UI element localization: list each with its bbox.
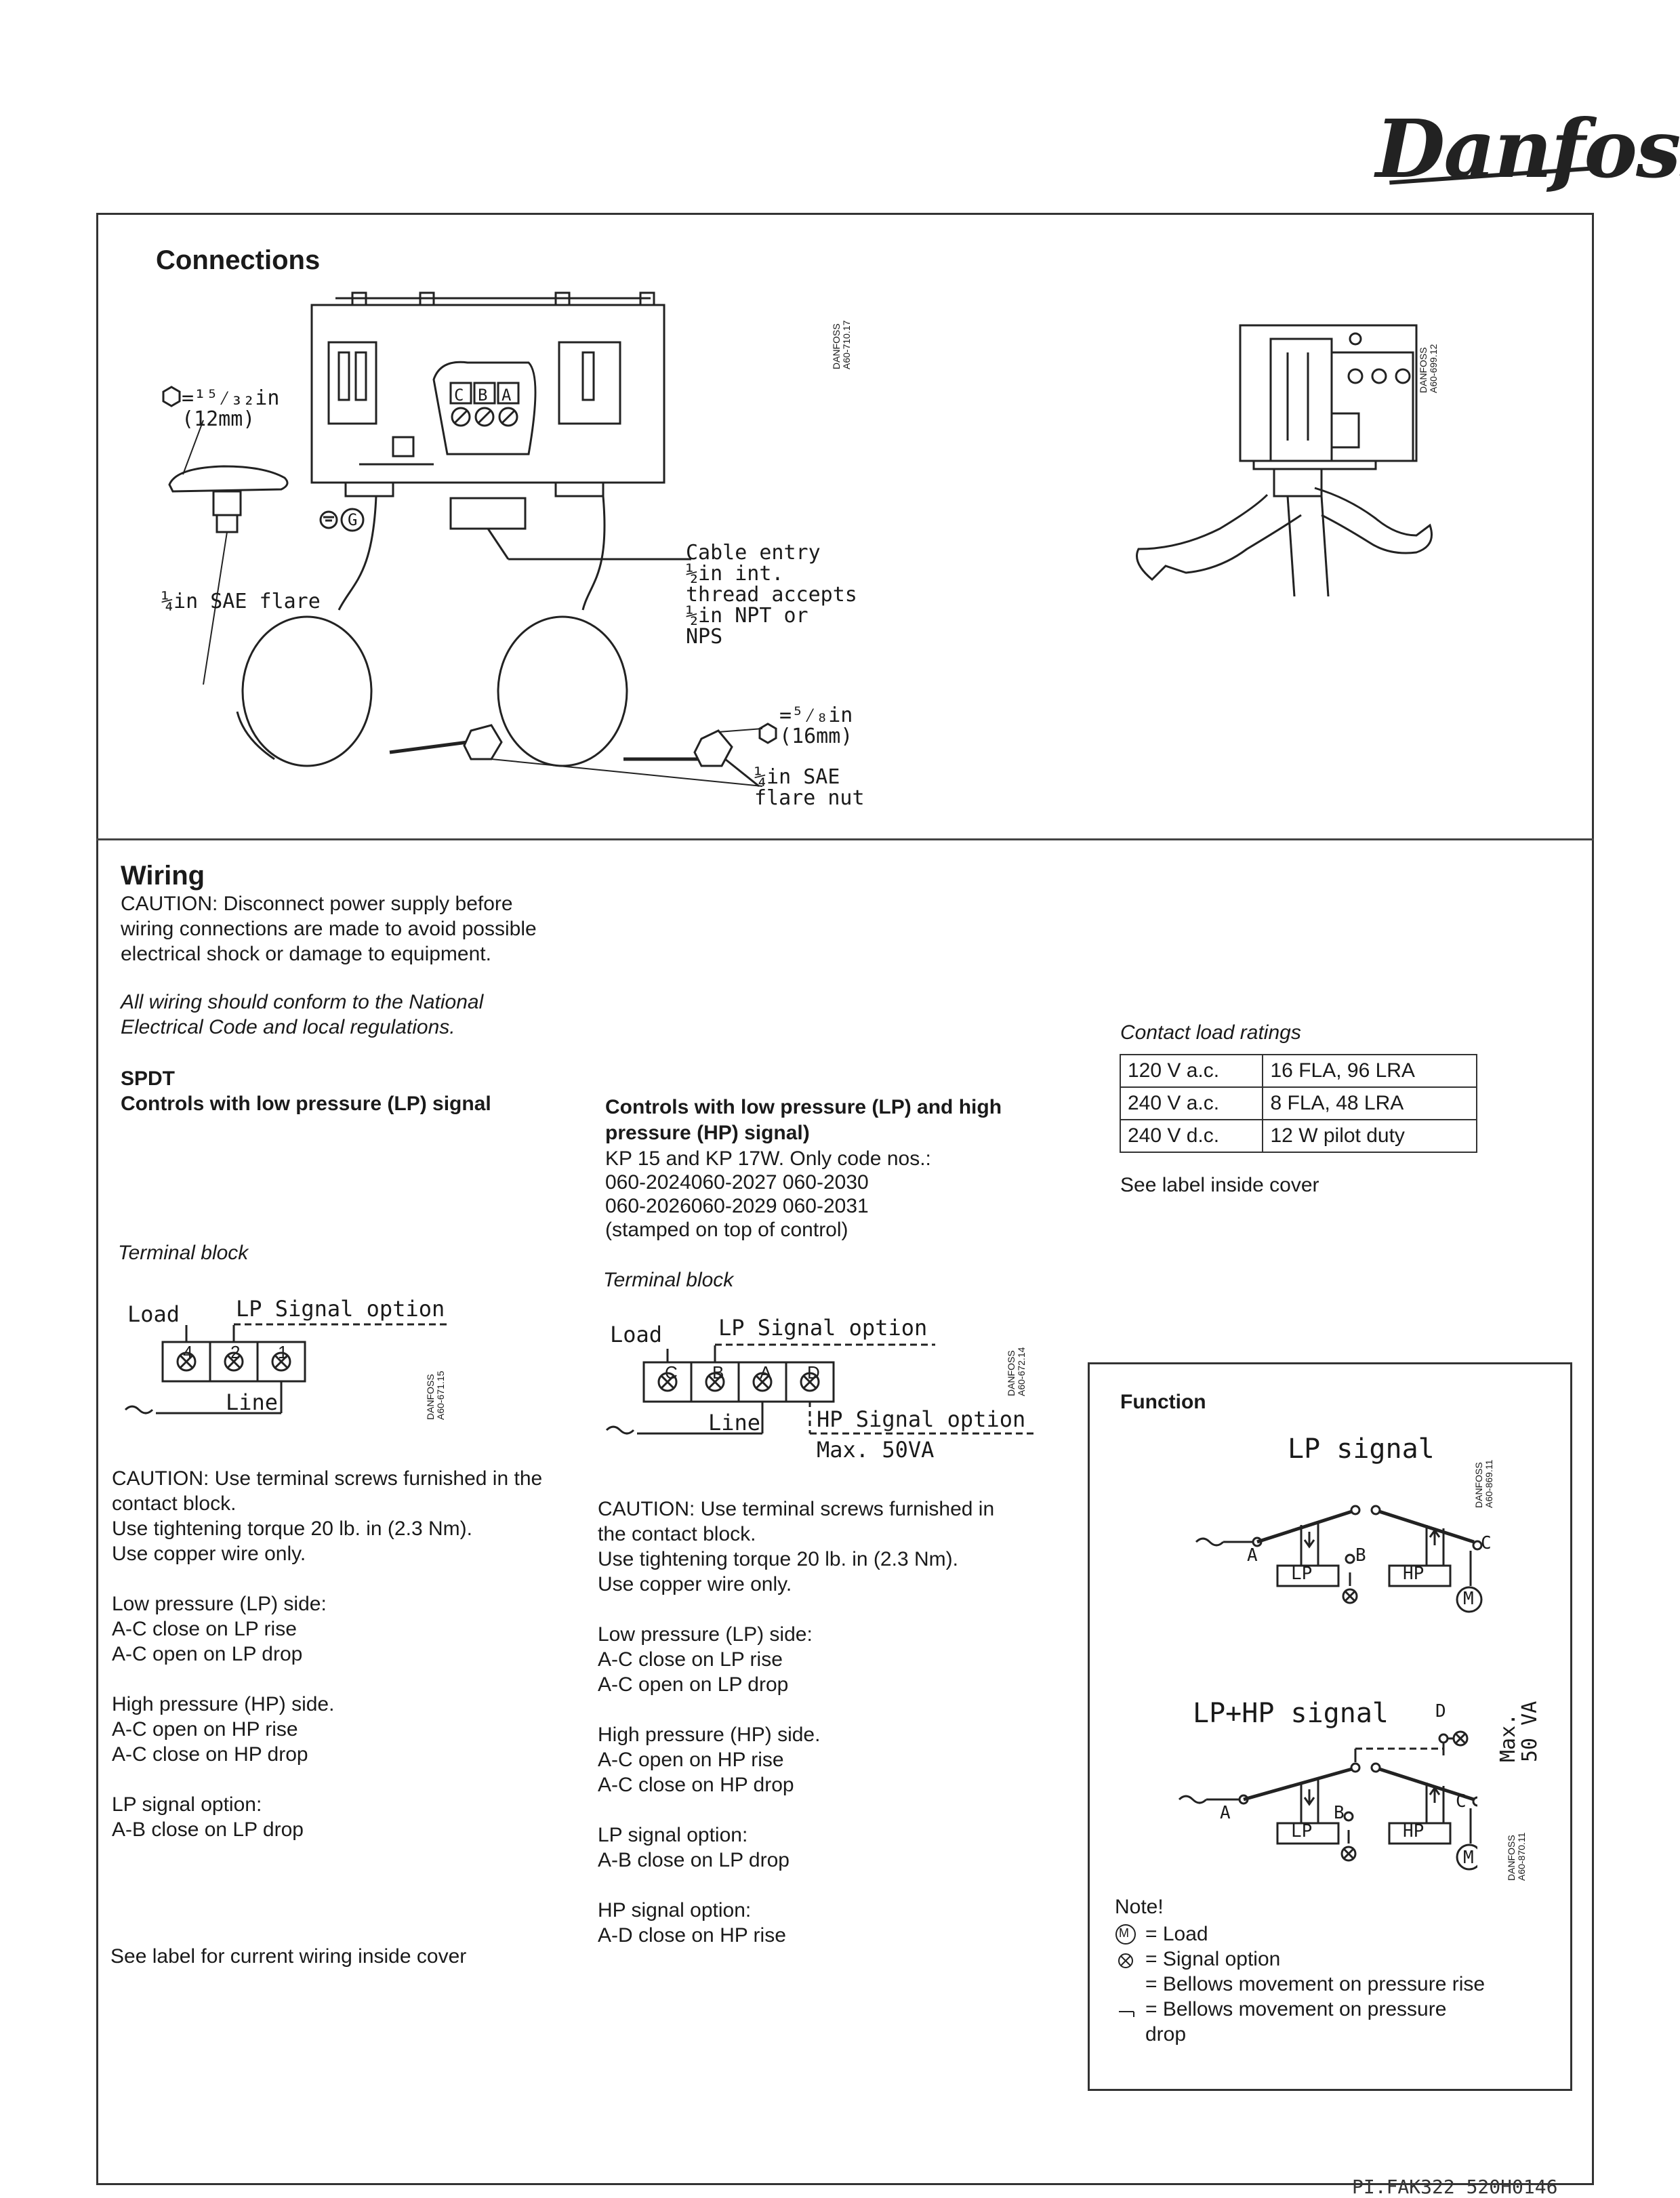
wiring-middle-column: CAUTION: Use terminal screws furnished i…	[598, 1498, 995, 1947]
cable-entry-fitting	[449, 497, 527, 530]
ground-label: G	[348, 510, 358, 529]
terminal-block-label-2: Terminal block	[603, 1269, 734, 1291]
wiring-conform: All wiring should conform to the Nationa…	[121, 991, 484, 1038]
tb1-load-label: Load	[127, 1301, 180, 1327]
rating-voltage: 240 V a.c.	[1119, 1086, 1264, 1120]
rating-value: 12 W pilot duty	[1262, 1119, 1477, 1153]
cable-entry-label: Cable entry ½in int. thread accepts ½in …	[686, 541, 857, 649]
lphp-max-va: Max. 50 VA	[1496, 1701, 1542, 1762]
connections-diagram	[162, 291, 777, 788]
lphp-description: KP 15 and KP 17W. Only code nos.: 060-20…	[605, 1147, 931, 1241]
tb1-line-label: Line	[226, 1389, 279, 1415]
lphp-lp-box: LP	[1291, 1821, 1313, 1841]
lphp-signal-diagram	[1178, 1730, 1477, 1871]
drawing-code-2: DANFOSS A60-699.12	[1418, 344, 1439, 393]
hp-capillary-coil	[497, 615, 628, 767]
hp-bellows-box: HP	[1403, 1564, 1425, 1584]
motor-load-1: M	[1463, 1589, 1474, 1609]
terminal-b: B	[478, 386, 488, 405]
terminal-block-1-diagram	[124, 1323, 447, 1415]
note-motor-letter: M	[1119, 1926, 1129, 1940]
control-side-view	[1239, 324, 1418, 462]
lp-window	[327, 341, 377, 425]
drawing-code-3: DANFOSS A60-671.15	[425, 1370, 446, 1420]
tb2-max-va: Max. 50VA	[817, 1437, 935, 1463]
drawing-code-4: DANFOSS A60-672.14	[1006, 1347, 1027, 1396]
tb2-hp-signal-option: HP Signal option	[817, 1406, 1026, 1432]
lphp-pt-b: B	[1334, 1803, 1345, 1823]
drawing-code-1: DANFOSS A60-710.17	[831, 320, 852, 369]
signal-option-symbol-icon	[1118, 1953, 1133, 1968]
wiring-left-column: CAUTION: Use terminal screws furnished i…	[112, 1467, 543, 1841]
tb2-line-label: Line	[708, 1410, 761, 1436]
lphp-pt-c: C	[1456, 1791, 1467, 1812]
terminal-c: C	[454, 386, 464, 405]
wiring-caution: CAUTION: Disconnect power supply before …	[121, 893, 537, 965]
contact-load-ratings-table: 120 V a.c.16 FLA, 96 LRA 240 V a.c.8 FLA…	[1119, 1054, 1477, 1153]
rating-voltage: 120 V a.c.	[1119, 1054, 1264, 1088]
wrench-left	[1136, 493, 1302, 582]
control-body	[310, 304, 665, 484]
lphp-pt-d: D	[1435, 1701, 1446, 1722]
wrench-right	[1314, 487, 1433, 554]
tb1-lp-signal-option: LP Signal option	[236, 1296, 445, 1322]
ratings-note: See label inside cover	[1120, 1174, 1319, 1196]
lp-signal-title: LP signal	[1288, 1433, 1435, 1465]
table-row: 120 V a.c.16 FLA, 96 LRA	[1119, 1054, 1477, 1088]
lp-pt-a: A	[1247, 1545, 1258, 1566]
tb2-lp-signal-option: LP Signal option	[718, 1315, 928, 1341]
lphp-hp-box: HP	[1403, 1821, 1425, 1841]
rating-value: 16 FLA, 96 LRA	[1262, 1054, 1477, 1088]
ratings-title: Contact load ratings	[1120, 1021, 1301, 1044]
flare-left-label: ¼in SAE flare	[161, 590, 321, 613]
page-frame	[96, 213, 1594, 2185]
lphp-pt-a: A	[1220, 1803, 1231, 1823]
hp-window	[558, 341, 621, 425]
section-divider	[96, 838, 1594, 840]
hex-left-label: =¹⁵⁄₃₂in (12mm)	[182, 386, 280, 431]
lphp-title: Controls with low pressure (LP) and high…	[605, 1096, 1002, 1144]
lp-flare-nut	[463, 724, 503, 760]
note-title: Note!	[1115, 1896, 1164, 1918]
note-rise: = Bellows movement on pressure rise	[1145, 1973, 1486, 1995]
wiring-title: Wiring	[121, 861, 205, 891]
lp-capillary-coil	[241, 615, 373, 767]
connections-title: Connections	[156, 245, 321, 275]
rating-voltage: 240 V d.c.	[1119, 1119, 1264, 1153]
note-load: = Load	[1145, 1923, 1208, 1945]
wrench-diagram	[1136, 324, 1433, 596]
lp-signal-diagram	[1195, 1505, 1483, 1613]
tb2-load-label: Load	[610, 1322, 663, 1347]
function-title: Function	[1120, 1391, 1206, 1413]
hp-flare-nut	[693, 729, 733, 767]
flare-nut-label: ¼in SAE flare nut	[754, 765, 865, 810]
function-box	[1088, 1362, 1572, 2091]
motor-symbol-icon	[1115, 1924, 1136, 1945]
table-row: 240 V a.c.8 FLA, 48 LRA	[1119, 1086, 1477, 1120]
spdt-title: SPDT	[121, 1067, 176, 1090]
note-signal: = Signal option	[1145, 1948, 1281, 1970]
note-symbols	[1115, 1924, 1136, 2017]
terminal-a: A	[501, 386, 512, 405]
tb2-letter-a: A	[760, 1362, 772, 1383]
lphp-signal-title: LP+HP signal	[1193, 1698, 1389, 1729]
see-label-left: See label for current wiring inside cove…	[110, 1945, 467, 1968]
spdt-subtitle: Controls with low pressure (LP) signal	[121, 1093, 491, 1115]
table-row: 240 V d.c.12 W pilot duty	[1119, 1119, 1477, 1153]
note-drop: = Bellows movement on pressure drop	[1145, 1998, 1447, 2046]
lp-pt-b: B	[1355, 1545, 1366, 1566]
terminal-block-label-1: Terminal block	[118, 1242, 249, 1264]
tb2-letter-b: B	[712, 1362, 724, 1383]
lp-pt-c: C	[1481, 1533, 1492, 1553]
rating-value: 8 FLA, 48 LRA	[1262, 1086, 1477, 1120]
lp-bellows-box: LP	[1291, 1564, 1313, 1584]
footer-ref: PI.FAK322 520H0146	[1352, 2176, 1558, 2198]
drawing-code-6: DANFOSS A60-870.11	[1506, 1832, 1527, 1881]
terminal-block-2-diagram	[605, 1343, 1033, 1435]
hex-right-label: =⁵⁄₈in (16mm)	[779, 704, 853, 748]
lp-bellows-flange	[168, 465, 289, 493]
motor-load-2: M	[1463, 1848, 1474, 1868]
